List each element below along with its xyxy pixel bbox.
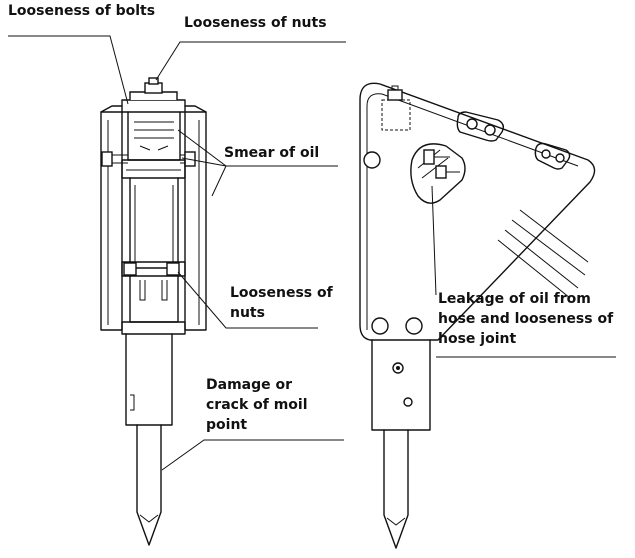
- leader-nuts-top: [155, 41, 346, 81]
- leader-moil: [161, 439, 344, 471]
- front-moil-point: [136, 424, 162, 546]
- front-bottom-housing: [125, 333, 173, 426]
- front-view: [100, 77, 207, 546]
- front-left-outer-plate: [100, 111, 123, 331]
- label-smear-of-oil: Smear of oil: [224, 145, 320, 161]
- side-moil-point: [383, 429, 409, 549]
- label-leak-line1: Leakage of oil from: [438, 291, 591, 307]
- side-slot-upper: [456, 111, 505, 142]
- side-lower-housing: [371, 339, 431, 431]
- label-looseness-of-nuts-mid-line1: Looseness of: [230, 285, 333, 301]
- side-lower-pin-right: [405, 317, 423, 335]
- front-right-outer-plate: [184, 111, 207, 331]
- leader-oil-3: [211, 165, 227, 197]
- label-leak-line3: hose joint: [438, 331, 517, 347]
- front-mid-left-nut: [123, 262, 137, 276]
- leader-nuts-mid: [177, 271, 318, 329]
- label-looseness-of-bolts: Looseness of bolts: [8, 3, 156, 19]
- leader-leak: [431, 185, 437, 296]
- label-moil-line1: Damage or: [206, 377, 293, 393]
- label-leak-line2: hose and looseness of: [438, 311, 614, 327]
- front-top-bracket: [121, 99, 186, 113]
- side-hose-window: [410, 143, 466, 204]
- front-cylinder-body: [129, 177, 179, 269]
- side-slot-lower: [534, 142, 571, 170]
- side-view: [359, 82, 596, 549]
- leader-bolts: [8, 35, 129, 105]
- label-moil-line3: point: [206, 417, 248, 433]
- leader-oil-2: [181, 157, 227, 167]
- side-upper-pin: [363, 151, 381, 169]
- label-moil-line2: crack of moil: [206, 397, 308, 413]
- front-left-side-bolt: [101, 151, 113, 167]
- label-looseness-of-nuts-mid-line2: nuts: [230, 305, 265, 321]
- side-lower-pin-left: [371, 317, 389, 335]
- label-looseness-of-nuts-top: Looseness of nuts: [184, 15, 327, 31]
- front-mid-right-nut: [166, 262, 180, 276]
- leader-lines: [8, 35, 616, 471]
- side-hose-joint: [423, 149, 435, 165]
- side-bracket-plate: [359, 82, 596, 341]
